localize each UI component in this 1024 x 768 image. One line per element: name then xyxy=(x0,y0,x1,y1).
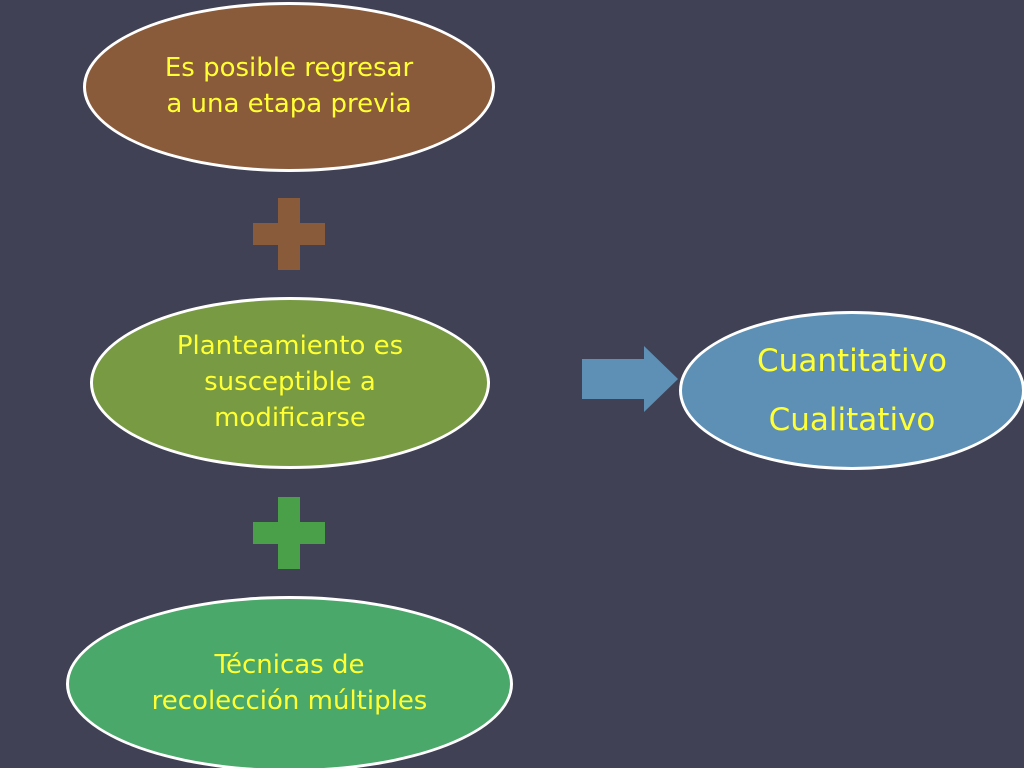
node-text-line: Es posible regresar xyxy=(164,53,414,84)
node-text-line: modificarse xyxy=(214,402,366,433)
arrow-shape xyxy=(582,346,678,412)
node-text-line: Cualitativo xyxy=(768,401,936,438)
plus-icon xyxy=(253,497,325,569)
node-text-line: a una etapa previa xyxy=(166,89,412,119)
node-text-line: Cuantitativo xyxy=(757,342,947,379)
node-text-line: susceptible a xyxy=(204,367,376,398)
node-text-line: Técnicas de xyxy=(214,650,365,681)
node-enfoques: Cuantitativo Cualitativo xyxy=(679,311,1024,470)
node-text-line: Planteamiento es xyxy=(176,331,404,362)
node-planteamiento: Planteamiento es susceptible a modificar… xyxy=(90,297,490,469)
plus-icon xyxy=(253,198,325,270)
arrow-right-icon xyxy=(582,346,678,412)
plus-horizontal-bar xyxy=(253,223,325,245)
node-es-posible-regresar: Es posible regresar a una etapa previa xyxy=(83,2,495,172)
node-tecnicas-recoleccion: Técnicas de recolección múltiples xyxy=(66,596,513,768)
node-text-line: recolección múltiples xyxy=(151,686,428,716)
plus-horizontal-bar xyxy=(253,522,325,544)
